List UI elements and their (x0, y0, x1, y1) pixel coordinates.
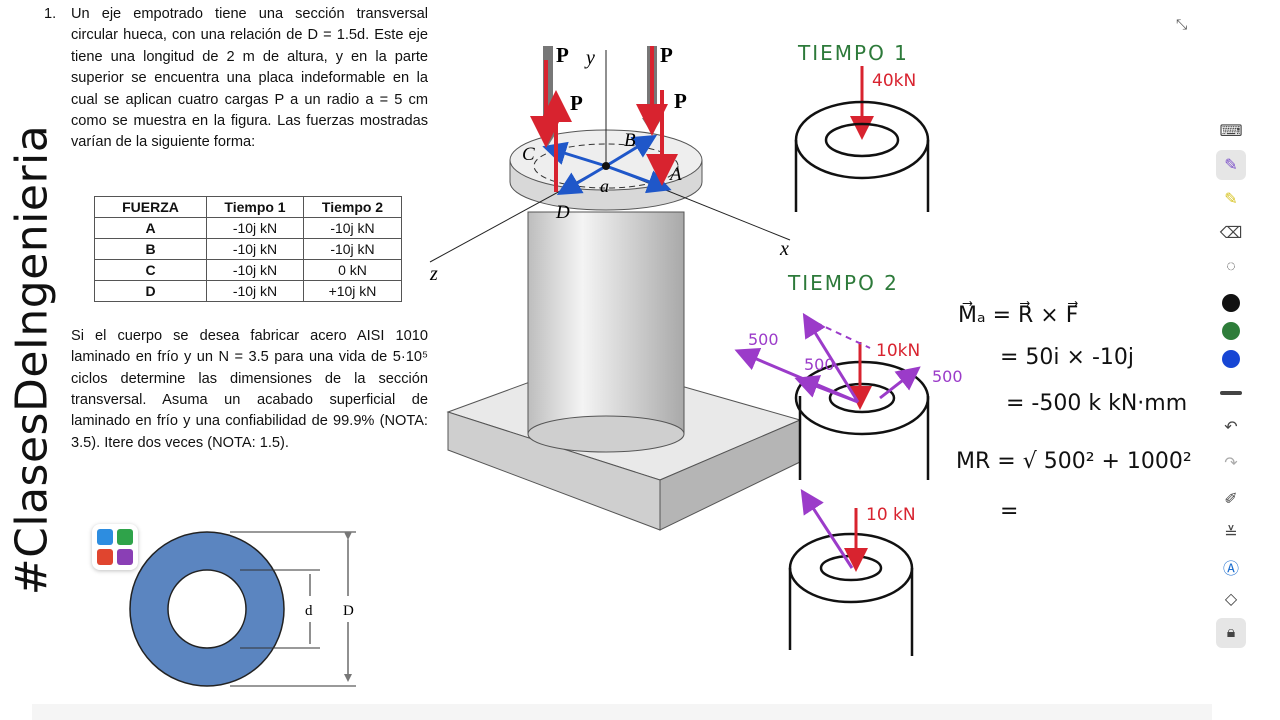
moment-vector-resultant (802, 312, 860, 403)
cell-tiempo-1: -10j kN (206, 238, 304, 260)
label-point-C: C (522, 144, 535, 165)
lock-icon[interactable]: 🔒︎ (1216, 618, 1246, 648)
label-point-B: B (624, 130, 636, 151)
problem-paragraph-1: Un eje empotrado tiene una sección trans… (71, 6, 428, 151)
label-500-c: 500 (932, 367, 963, 386)
drawing-toolbar: ⌨ ✎ ✎ ⌫ ◌ ↶ ↷ ✐ ≚ Ⓐ ◇ 🔒︎ (1212, 112, 1250, 652)
label-point-D: D (555, 202, 570, 223)
shaft-sketch-2-sides (798, 396, 930, 480)
align-icon[interactable]: ≚ (1224, 525, 1238, 542)
label-y: y (584, 47, 595, 69)
construction-line (805, 317, 871, 349)
label-point-A: A (668, 164, 682, 185)
label-load-P2: P (570, 91, 583, 115)
keyboard-icon[interactable]: ⌨ (1219, 123, 1243, 140)
equation-2: = 50i × -10j (1000, 345, 1134, 370)
cross-section-figure: d D (129, 531, 356, 687)
problem-statement: 1. Un eje empotrado tiene una sección tr… (44, 4, 428, 454)
cell-force: D (94, 280, 207, 302)
load-radius-circle (533, 143, 679, 189)
load-tiempo-1: 40kN (872, 71, 916, 91)
notes-equations: M⃗ₐ = R⃗ × F⃗ = 50i × -10j = -500 k kN·m… (956, 301, 1192, 524)
center-point (602, 162, 610, 170)
app-icon-purple[interactable] (117, 549, 133, 565)
undo-icon[interactable]: ↶ (1224, 419, 1238, 436)
shaft-sketch-3-sides (788, 568, 914, 656)
moment-vector-500-c (879, 366, 921, 400)
label-x: x (779, 238, 789, 260)
equation-1: M⃗ₐ = R⃗ × F⃗ (958, 301, 1078, 328)
outer-edge (129, 531, 285, 687)
redo-icon[interactable]: ↷ (1224, 455, 1238, 472)
app-icon-blue[interactable] (97, 529, 113, 545)
problem-paragraph-2: Si el cuerpo se desea fabricar acero AIS… (71, 327, 428, 451)
force-table: FUERZA Tiempo 1 Tiempo 2 A -10j kN -10j … (94, 196, 402, 302)
shaft-sketch-1-sides (794, 140, 930, 212)
header-fuerza: FUERZA (94, 196, 207, 218)
title-tiempo-1: TIEMPO 1 (797, 41, 909, 65)
table-row: B -10j kN -10j kN (94, 238, 402, 260)
equation-3: = -500 k kN·mm (1006, 391, 1187, 416)
table-row: A -10j kN -10j kN (94, 217, 402, 239)
pen-settings-icon[interactable]: ✐ (1224, 491, 1238, 508)
app-icon-green[interactable] (117, 529, 133, 545)
cell-tiempo-2: -10j kN (303, 217, 402, 239)
cell-tiempo-1: -10j kN (206, 217, 304, 239)
shapes-icon[interactable]: ◇ (1224, 591, 1238, 608)
label-radius-a: a (600, 176, 609, 196)
highlighter-icon[interactable]: ✎ (1224, 191, 1238, 208)
notes-bottom-sketch: 10 kN (788, 488, 916, 656)
hollow-section-ring (130, 532, 284, 686)
title-tiempo-2: TIEMPO 2 (787, 271, 899, 295)
notes-tiempo-1: TIEMPO 1 40kN (794, 41, 930, 212)
shaft-sketch-2-top (794, 360, 930, 436)
text-icon[interactable]: Ⓐ (1222, 561, 1239, 578)
floating-app-launcher[interactable] (92, 524, 138, 570)
cell-tiempo-2: +10j kN (303, 280, 402, 302)
shaft-base (527, 415, 685, 453)
shaft-sketch-1-top (794, 100, 930, 180)
load-tiempo-2: 10kN (876, 341, 920, 361)
problem-number: 1. (44, 6, 57, 22)
shaft-sketch-1-bore (824, 122, 900, 158)
eraser-icon[interactable]: ⌫ (1219, 225, 1243, 242)
color-green[interactable] (1216, 316, 1246, 346)
label-load-P1: P (556, 43, 569, 67)
table-row: C -10j kN 0 kN (94, 259, 402, 281)
collapse-icon[interactable]: ⤡ (1176, 16, 1188, 32)
moment-vector-500-b (794, 375, 859, 404)
radius-vector-D (556, 164, 607, 196)
label-load-P4: P (674, 89, 687, 113)
label-500-a: 500 (748, 330, 779, 349)
load-bottom: 10 kN (866, 505, 916, 525)
stroke-width-icon[interactable] (1216, 378, 1246, 408)
color-blue[interactable] (1216, 344, 1246, 374)
label-d: d (305, 603, 313, 619)
label-z: z (429, 263, 438, 285)
shaft-sketch-3-top (788, 532, 914, 604)
label-load-P3: P (660, 43, 673, 67)
lasso-icon[interactable]: ◌ (1226, 258, 1236, 275)
cell-tiempo-1: -10j kN (206, 280, 304, 302)
equation-5: = (1000, 499, 1018, 524)
app-icon-red[interactable] (97, 549, 113, 565)
shaft-sketch-2-bore (828, 382, 896, 414)
inner-edge (167, 569, 247, 649)
bottom-strip (32, 704, 1212, 720)
table-row: D -10j kN +10j kN (94, 280, 402, 302)
notes-tiempo-2: TIEMPO 2 10kN 500 500 500 (734, 271, 963, 480)
label-D: D (343, 603, 354, 619)
color-black[interactable] (1216, 288, 1246, 318)
shaft-body (527, 211, 685, 435)
moment-vector-bottom (800, 488, 854, 569)
shaft-figure: z x y a A B C D P P P P (429, 43, 802, 531)
label-500-b: 500 (804, 355, 835, 374)
equation-4: MR = √ 500² + 1000² (956, 449, 1192, 474)
pen-icon[interactable]: ✎ (1216, 150, 1246, 180)
radius-vector-B (605, 134, 658, 168)
